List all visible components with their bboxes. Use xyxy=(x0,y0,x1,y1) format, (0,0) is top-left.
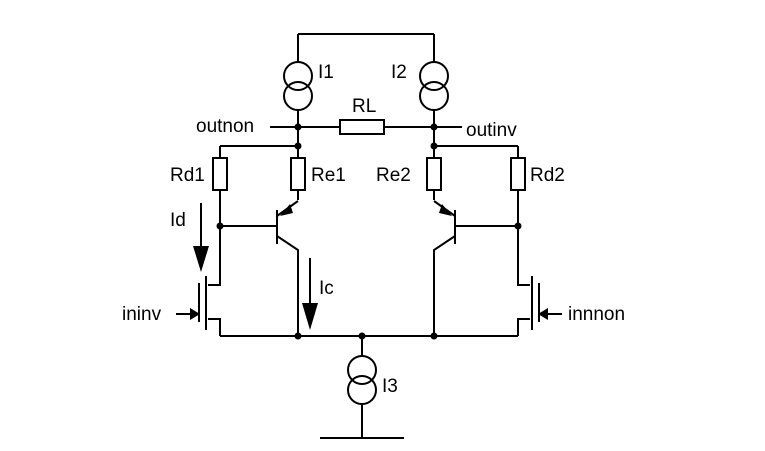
resistor-re1 xyxy=(290,157,306,191)
label-id: Id xyxy=(170,210,186,231)
transistor-left xyxy=(216,200,299,336)
label-re2: Re2 xyxy=(376,165,411,186)
bottom-rail xyxy=(220,332,518,356)
mosfet-right xyxy=(517,228,562,336)
transistor-right xyxy=(433,200,522,336)
label-outnon: outnon xyxy=(196,116,254,137)
output-line xyxy=(270,119,462,135)
label-innnon: innnon xyxy=(568,304,625,325)
label-i3: I3 xyxy=(382,376,398,397)
top-rail xyxy=(297,33,435,62)
arrow-ic xyxy=(302,258,318,330)
right-branch xyxy=(426,127,526,228)
resistor-rl xyxy=(339,119,385,135)
resistor-re2 xyxy=(426,157,442,191)
emitter-arrow-left xyxy=(280,204,293,216)
left-branch xyxy=(212,127,306,228)
label-i2: I2 xyxy=(391,62,407,83)
current-source-i1 xyxy=(283,61,313,127)
emitter-arrow-right xyxy=(439,204,452,216)
resistor-rd1 xyxy=(212,157,228,191)
label-rd2: Rd2 xyxy=(530,165,565,186)
label-outinv: outinv xyxy=(466,120,517,141)
label-ininv: ininv xyxy=(122,304,162,325)
current-source-i2 xyxy=(419,61,449,127)
label-ic: Ic xyxy=(319,278,334,299)
label-re1: Re1 xyxy=(311,165,346,186)
arrow-id xyxy=(193,203,209,272)
mosfet-left xyxy=(176,228,221,336)
label-rl: RL xyxy=(352,96,376,117)
label-rd1: Rd1 xyxy=(170,165,205,186)
current-source-i3 xyxy=(347,355,377,438)
resistor-rd2 xyxy=(510,157,526,191)
label-i1: I1 xyxy=(318,62,334,83)
